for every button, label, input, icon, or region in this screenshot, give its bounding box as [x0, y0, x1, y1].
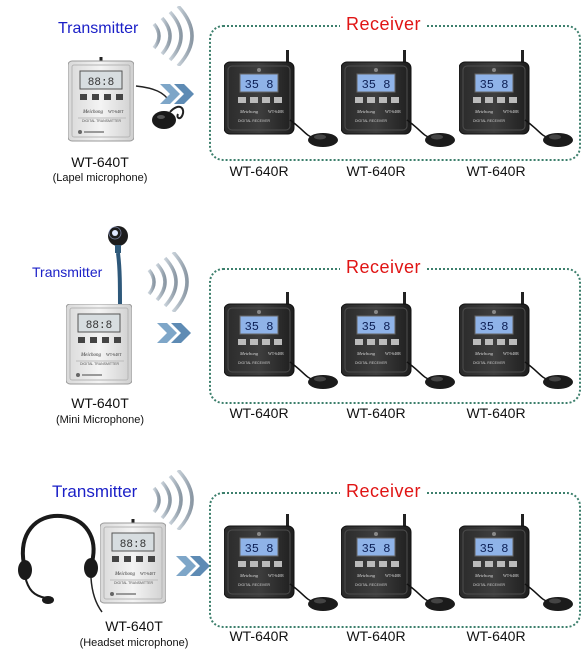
receiver-device: [224, 292, 339, 390]
transmitter-device: [68, 57, 134, 142]
row-mini: Transmitter WT-640T (Mini Microphone) Re…: [0, 218, 586, 438]
signal-waves-icon: [152, 6, 194, 66]
row-lapel: Transmitter WT-640T (Lapel microphone) R…: [0, 0, 586, 200]
receiver-model: WT-640R: [466, 405, 526, 421]
mini-microphone-icon: [108, 226, 128, 313]
transmitter-device: [100, 519, 166, 604]
transmitter-label: Transmitter: [52, 482, 138, 501]
receiver-model: WT-640R: [229, 628, 289, 644]
transmitter-model: WT-640T: [105, 618, 163, 634]
receiver-device: [224, 50, 339, 148]
double-chevron-arrow-icon: [176, 556, 210, 576]
receiver-device: [341, 50, 456, 148]
receiver-model: WT-640R: [466, 163, 526, 179]
receiver-title: Receiver: [340, 481, 428, 502]
receiver-title: Receiver: [340, 14, 428, 35]
receiver-model: WT-640R: [229, 163, 289, 179]
row-headset: Transmitter WT-640T (Headset microphone)…: [0, 440, 586, 662]
microphone-type: (Lapel microphone): [52, 172, 148, 184]
receiver-device: [224, 514, 339, 612]
receiver-device: [341, 514, 456, 612]
double-chevron-arrow-icon: [160, 84, 194, 104]
transmitter-model: WT-640T: [71, 154, 129, 170]
receiver-model: WT-640R: [346, 628, 406, 644]
double-chevron-arrow-icon: [157, 323, 191, 343]
receiver-device: [341, 292, 456, 390]
receiver-model: WT-640R: [466, 628, 526, 644]
transmitter-device: [66, 304, 132, 385]
microphone-type: (Headset microphone): [79, 637, 189, 649]
transmitter-model: WT-640T: [71, 395, 129, 411]
receiver-model: WT-640R: [346, 163, 406, 179]
receiver-title: Receiver: [340, 257, 428, 278]
transmitter-label: Transmitter: [32, 264, 103, 280]
microphone-type: (Mini Microphone): [55, 414, 145, 426]
headset-microphone-icon: [18, 513, 103, 613]
receiver-model: WT-640R: [346, 405, 406, 421]
receiver-device: [459, 514, 574, 612]
receiver-model: WT-640R: [229, 405, 289, 421]
transmitter-label: Transmitter: [58, 20, 139, 37]
receiver-device: [459, 292, 574, 390]
receiver-device: [459, 50, 574, 148]
signal-waves-icon: [147, 252, 189, 312]
